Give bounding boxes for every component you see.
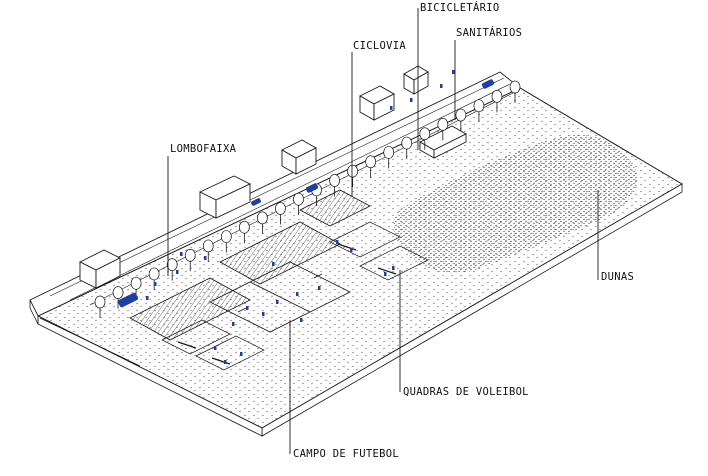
label-quadras-voleibol: QUADRAS DE VOLEIBOL <box>403 386 529 398</box>
tree-crown <box>473 99 485 113</box>
person-figure <box>390 106 393 110</box>
label-ciclovia: CICLOVIA <box>353 40 406 52</box>
vehicle <box>117 292 139 308</box>
person-figure <box>246 306 249 310</box>
tree-crown <box>401 136 413 150</box>
person-figure <box>146 296 149 300</box>
leader-lines <box>167 8 599 454</box>
label-dunas: DUNAS <box>601 271 635 283</box>
person-figure <box>410 98 413 102</box>
people-and-vehicles <box>117 70 495 364</box>
label-campo-futebol: CAMPO DE FUTEBOL <box>293 448 399 460</box>
tree-crown <box>365 155 377 169</box>
tree-crown <box>148 267 160 281</box>
tree-crown <box>238 220 250 234</box>
tree-crown <box>437 118 449 131</box>
volleyball-courts <box>161 221 429 371</box>
person-figure <box>300 318 303 322</box>
dunes-area <box>393 134 638 274</box>
person-figure <box>392 266 395 270</box>
person-figure <box>224 360 227 364</box>
tree-crown <box>275 202 286 215</box>
label-sanitarios: SANITÁRIOS <box>456 27 523 39</box>
street-buildings <box>78 65 429 289</box>
tree-crown <box>130 276 142 290</box>
label-bicicletario: BICICLETÁRIO <box>420 2 500 14</box>
vehicle <box>481 79 495 89</box>
person-figure <box>272 262 275 266</box>
person-figure <box>440 84 443 88</box>
vehicle <box>251 198 261 206</box>
vehicle <box>305 183 319 193</box>
person-figure <box>318 286 321 290</box>
tree-crown <box>112 286 124 300</box>
tree-crown <box>202 239 214 253</box>
person-figure <box>276 300 279 304</box>
tree-crown <box>329 174 340 187</box>
person-figure <box>180 252 183 256</box>
tree-crown <box>455 108 467 122</box>
football-field <box>209 261 351 333</box>
plaza-decks <box>129 189 371 341</box>
person-figure <box>176 270 179 274</box>
volleyball-nets <box>177 243 397 365</box>
person-figure <box>384 272 387 276</box>
person-figure <box>336 240 339 244</box>
person-figure <box>262 312 265 316</box>
tree-crown <box>257 211 268 225</box>
tree-crown <box>220 230 232 243</box>
person-figure <box>154 282 157 286</box>
tree-crown <box>293 192 304 206</box>
person-figure <box>214 346 217 350</box>
tree-crown <box>347 164 358 178</box>
tree-crown <box>383 146 395 159</box>
person-figure <box>452 70 455 74</box>
tree-crown <box>184 248 196 262</box>
tree-crown <box>419 127 431 141</box>
tree-crown <box>509 80 521 94</box>
tree-crown <box>491 89 503 103</box>
tree-crown <box>166 258 178 271</box>
person-figure <box>240 352 243 356</box>
person-figure <box>296 292 299 296</box>
person-figure <box>350 248 353 252</box>
person-figure <box>232 322 235 326</box>
tree-crown <box>94 295 106 309</box>
tree-row <box>94 80 521 318</box>
person-figure <box>204 256 207 260</box>
label-lombofaixa: LOMBOFAIXA <box>170 143 237 155</box>
